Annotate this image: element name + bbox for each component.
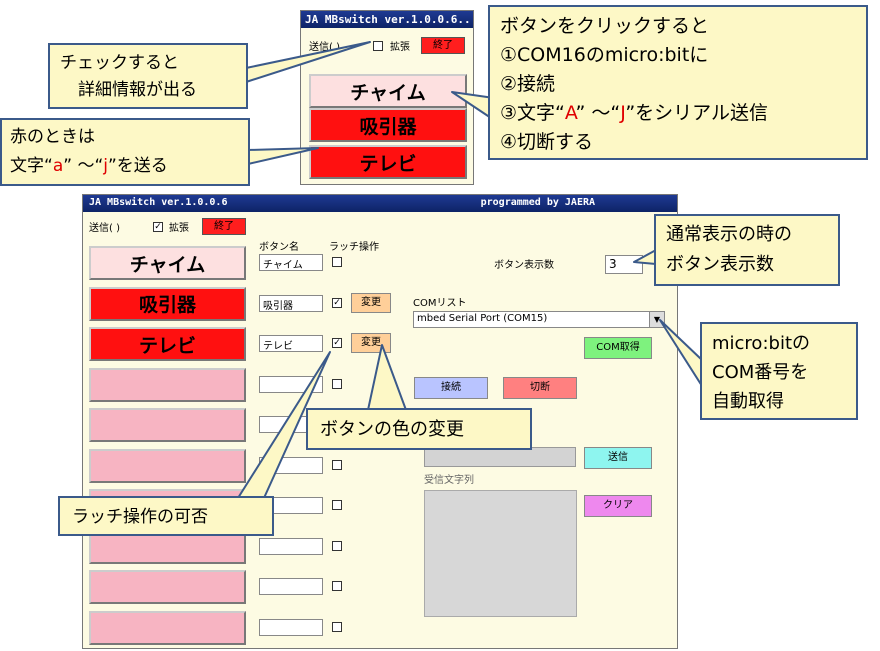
- callout-color-change: ボタンの色の変更: [306, 408, 532, 450]
- pointer-check: [245, 41, 371, 83]
- com-line3: 自動取得: [712, 391, 784, 412]
- callout-check-line1: チェックすると: [60, 53, 179, 73]
- switch-button-4[interactable]: [89, 367, 246, 402]
- display-line1: 通常表示の時の: [666, 224, 792, 245]
- callout-red-line1: 赤のときは: [10, 127, 95, 147]
- callout-latch-possible: ラッチ操作の可否: [58, 496, 274, 536]
- switch-button-1[interactable]: チャイム: [89, 246, 246, 280]
- switch-button-9[interactable]: [89, 570, 246, 604]
- switch-button-5[interactable]: [89, 408, 246, 442]
- click-line1: ボタンをクリックすると: [500, 15, 710, 37]
- connect-button[interactable]: 接続: [414, 377, 488, 399]
- col-latch: ラッチ操作: [329, 242, 379, 253]
- callout-click-button: ボタンをクリックすると ①COM16のmicro:bitに ②接続 ③文字“A”…: [488, 5, 868, 160]
- click-line3: ②接続: [500, 73, 556, 95]
- col-button-name: ボタン名: [259, 242, 299, 253]
- latch-checkbox-7[interactable]: [332, 500, 342, 510]
- display-count-input[interactable]: 3: [605, 255, 643, 274]
- change-color-button-2[interactable]: 変更: [351, 292, 391, 313]
- callout-red-line2: 文字“a” 〜“j”を送る: [10, 156, 168, 176]
- latch-checkbox-1[interactable]: [332, 257, 342, 267]
- received-text-area[interactable]: [424, 490, 577, 617]
- click-line5: ④切断する: [500, 131, 594, 153]
- latch-checkbox-6[interactable]: [332, 459, 342, 470]
- main-end-button[interactable]: 終了: [202, 218, 246, 235]
- callout-normal-display: 通常表示の時の ボタン表示数: [654, 214, 840, 286]
- chevron-down-icon[interactable]: ▼: [649, 312, 664, 327]
- switch-button-10[interactable]: [89, 610, 246, 645]
- display-line2: ボタン表示数: [666, 254, 774, 275]
- com-line1: micro:bitの: [712, 333, 810, 354]
- small-end-button[interactable]: 終了: [421, 37, 465, 54]
- small-chime-button[interactable]: チャイム: [309, 74, 467, 108]
- button-name-input-10[interactable]: [259, 618, 323, 636]
- small-window-title: JA MBswitch ver.1.0.0.6...: [301, 11, 473, 28]
- button-name-input-1[interactable]: チャイム: [259, 254, 323, 271]
- latch-checkbox-10[interactable]: [332, 621, 342, 632]
- send-button[interactable]: 送信: [584, 447, 652, 469]
- button-name-input-8[interactable]: [259, 537, 323, 555]
- switch-button-2[interactable]: 吸引器: [89, 286, 246, 321]
- latch-checkbox-3[interactable]: ✓: [332, 338, 342, 348]
- pointer-com: [659, 319, 703, 387]
- latch-checkbox-4[interactable]: [332, 378, 342, 389]
- latch-checkbox-8[interactable]: [332, 540, 342, 551]
- main-send-label: 送信( ): [89, 223, 120, 234]
- com-select[interactable]: mbed Serial Port (COM15) ▼: [413, 311, 665, 328]
- received-label: 受信文字列: [424, 475, 474, 486]
- callout-check-detail: チェックすると 詳細情報が出る: [48, 43, 248, 109]
- clear-button[interactable]: クリア: [584, 495, 652, 517]
- click-line4: ③文字“A” 〜“J”をシリアル送信: [500, 102, 768, 124]
- main-expand-label: 拡張: [169, 223, 189, 234]
- callout-auto-com: micro:bitの COM番号を 自動取得: [700, 322, 858, 420]
- button-name-input-2[interactable]: 吸引器: [259, 294, 323, 312]
- pointer-red: [247, 147, 319, 165]
- latch-checkbox-9[interactable]: [332, 581, 342, 591]
- pointer-display: [633, 249, 657, 265]
- com-list-label: COMリスト: [413, 298, 467, 309]
- display-count-label: ボタン表示数: [494, 260, 554, 271]
- small-send-label: 送信( ): [309, 42, 340, 53]
- switch-button-6[interactable]: [89, 448, 246, 483]
- switch-button-3[interactable]: テレビ: [89, 327, 246, 361]
- click-line2: ①COM16のmicro:bitに: [500, 44, 709, 66]
- small-expand-label: 拡張: [390, 42, 410, 53]
- com-get-button[interactable]: COM取得: [584, 337, 652, 359]
- small-window: JA MBswitch ver.1.0.0.6... 送信( ) 拡張 終了 チ…: [300, 10, 474, 185]
- latch-checkbox-2[interactable]: ✓: [332, 297, 342, 308]
- main-expand-checkbox[interactable]: ✓: [153, 222, 163, 232]
- pointer-color: [367, 344, 407, 411]
- button-name-input-9[interactable]: [259, 578, 323, 595]
- main-window-title: JA MBswitch ver.1.0.0.6 programmed by JA…: [83, 195, 677, 212]
- com-select-value: mbed Serial Port (COM15): [417, 313, 548, 324]
- callout-check-line2: 詳細情報が出る: [78, 80, 197, 100]
- small-aspirator-button[interactable]: 吸引器: [309, 108, 467, 142]
- com-line2: COM番号を: [712, 362, 809, 383]
- callout-red-when: 赤のときは 文字“a” 〜“j”を送る: [0, 118, 250, 186]
- small-tv-button[interactable]: テレビ: [309, 145, 467, 179]
- programmed-by: programmed by JAERA: [480, 197, 595, 208]
- small-expand-checkbox[interactable]: [373, 41, 383, 51]
- disconnect-button[interactable]: 切断: [503, 377, 577, 399]
- main-title-text: JA MBswitch ver.1.0.0.6: [89, 197, 228, 208]
- button-name-input-3[interactable]: テレビ: [259, 335, 323, 352]
